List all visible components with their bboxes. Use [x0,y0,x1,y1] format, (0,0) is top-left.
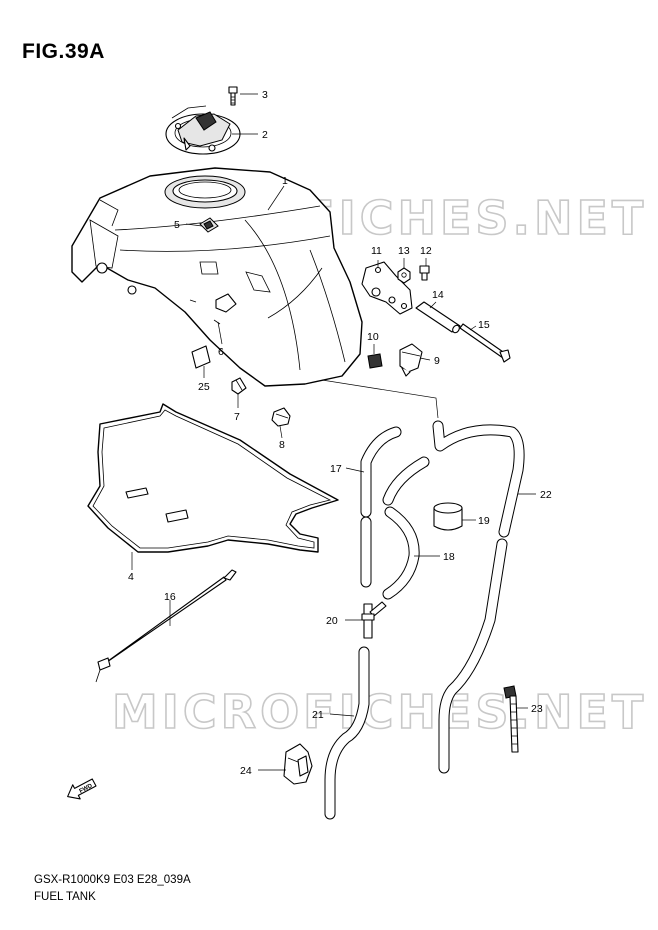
callout-18[interactable]: 18 [443,551,455,563]
part-8-grommet[interactable] [271,407,291,427]
part-9-cushion[interactable] [399,343,423,377]
part-11-bracket[interactable] [361,261,413,315]
callout-21[interactable]: 21 [312,709,324,721]
callout-23[interactable]: 23 [531,703,543,715]
callout-4[interactable]: 4 [128,571,134,583]
callout-13[interactable]: 13 [398,245,410,257]
part-2-fuel-cap[interactable] [165,105,241,155]
group-name: FUEL TANK [34,891,96,903]
part-6-cushion[interactable] [215,293,237,313]
watermark-bottom: MICROFICHES.NET [112,685,647,739]
part-24-holder[interactable] [283,743,313,785]
part-1-fuel-tank[interactable] [71,167,363,387]
callout-7[interactable]: 7 [234,411,240,423]
part-20-joint[interactable] [361,601,387,639]
part-15-bolt[interactable] [459,323,511,363]
callout-15[interactable]: 15 [478,319,490,331]
callout-8[interactable]: 8 [279,439,285,451]
model-code: GSX-R1000K9 E03 E28_039A [34,874,191,886]
callout-9[interactable]: 9 [434,355,440,367]
part-17-hose[interactable] [360,426,402,588]
part-7-clip[interactable] [231,377,247,395]
part-21-hose[interactable] [324,646,370,820]
part-14-sleeve[interactable] [415,301,461,334]
callout-5[interactable]: 5 [174,219,180,231]
callout-19[interactable]: 19 [478,515,490,527]
callout-10[interactable]: 10 [367,331,379,343]
part-12-screw[interactable] [419,265,430,281]
callout-25[interactable]: 25 [198,381,210,393]
figure-title: FIG.39A [22,40,105,63]
callout-6[interactable]: 6 [218,346,224,358]
callout-12[interactable]: 12 [420,245,432,257]
part-4-tank-seal[interactable] [87,403,339,553]
callout-2[interactable]: 2 [262,129,268,141]
forward-arrow-icon: FWD [67,778,97,800]
part-3-bolt[interactable] [228,86,238,106]
part-18-hose[interactable] [382,456,430,600]
part-16-rod[interactable] [95,569,237,683]
callout-17[interactable]: 17 [330,463,342,475]
callout-11[interactable]: 11 [371,245,382,257]
part-5-plate[interactable] [199,217,219,233]
part-25-pad[interactable] [191,345,211,369]
callout-1[interactable]: 1 [282,175,288,187]
callout-16[interactable]: 16 [164,591,176,603]
callout-3[interactable]: 3 [262,89,268,101]
part-19-collar[interactable] [433,502,463,531]
callout-20[interactable]: 20 [326,615,338,627]
callout-14[interactable]: 14 [432,289,444,301]
callouts: 3 2 1 5 6 25 7 8 11 13 12 14 15 10 9 17 … [128,89,552,777]
leader-lines [131,93,536,771]
callout-24[interactable]: 24 [240,765,252,777]
part-22-hose[interactable] [432,420,525,774]
part-10-damper[interactable] [367,353,383,369]
part-23-clamp[interactable] [503,685,519,753]
callout-22[interactable]: 22 [540,489,552,501]
part-13-nut[interactable] [397,267,411,284]
